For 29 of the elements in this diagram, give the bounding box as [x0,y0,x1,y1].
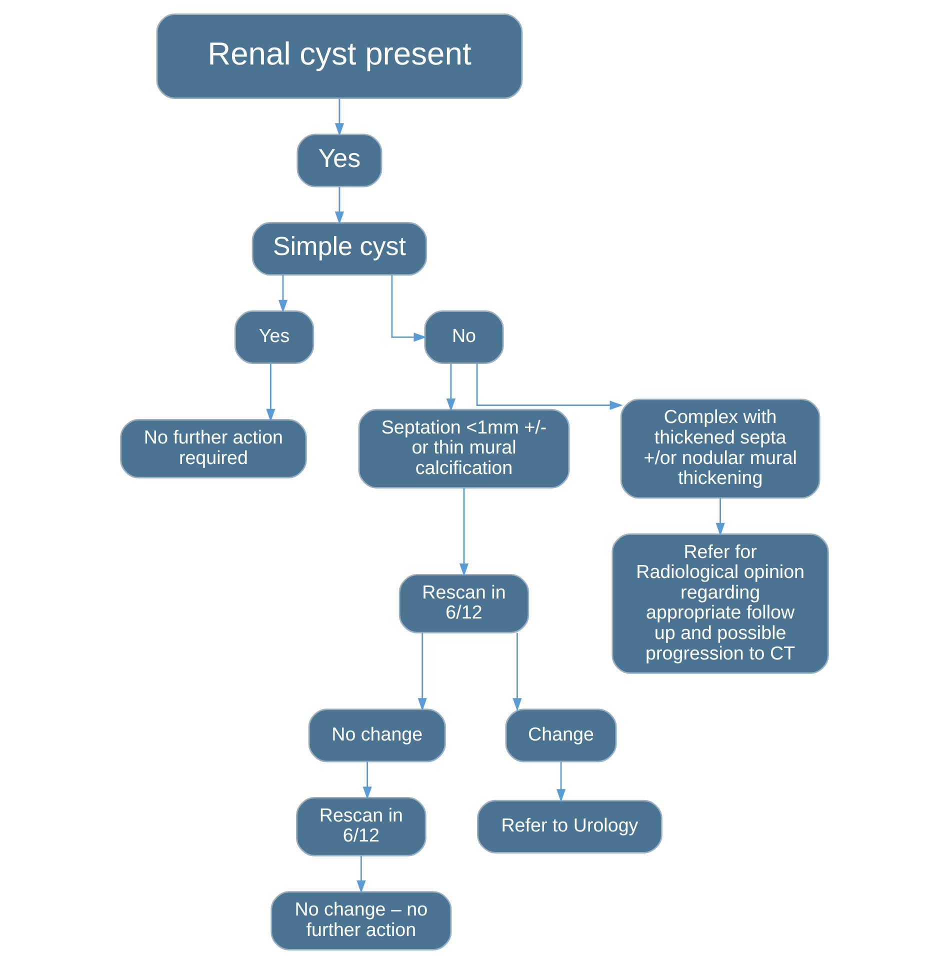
node-box: Change [505,708,617,762]
arrow [716,498,725,536]
node-box: No change [308,708,446,762]
node-box: No further action required [120,419,307,478]
arrow [391,275,427,342]
arrow [356,856,366,894]
arrow [334,187,344,225]
node-box: Complex with thickened septa +/or nodular mural thickening [620,398,820,499]
arrow [459,488,469,577]
arrow [512,632,522,712]
node-box: Refer to Urology [477,800,662,854]
arrow [362,762,372,800]
node-box: Refer for Radiological opinion regarding appropriate follow up and possible progression to CT [612,533,829,674]
node-box: Renal cyst present [156,14,523,99]
node-box: Yes [234,310,314,364]
node-box: Septation <1mm +/- or thin mural calcification [358,408,570,489]
node-box: Rescan in 6/12 [296,796,426,856]
arrow [476,363,623,410]
node-box: Rescan in 6/12 [398,574,530,634]
node-box: No change – no further action [270,891,452,950]
node-box: Simple cyst [252,222,428,276]
arrow [334,98,344,136]
node-box: No [424,310,504,364]
arrow [266,364,276,422]
node-box: Yes [296,134,382,188]
arrow [446,364,456,412]
arrow [418,632,427,712]
arrow [556,762,566,802]
arrow [278,275,288,313]
